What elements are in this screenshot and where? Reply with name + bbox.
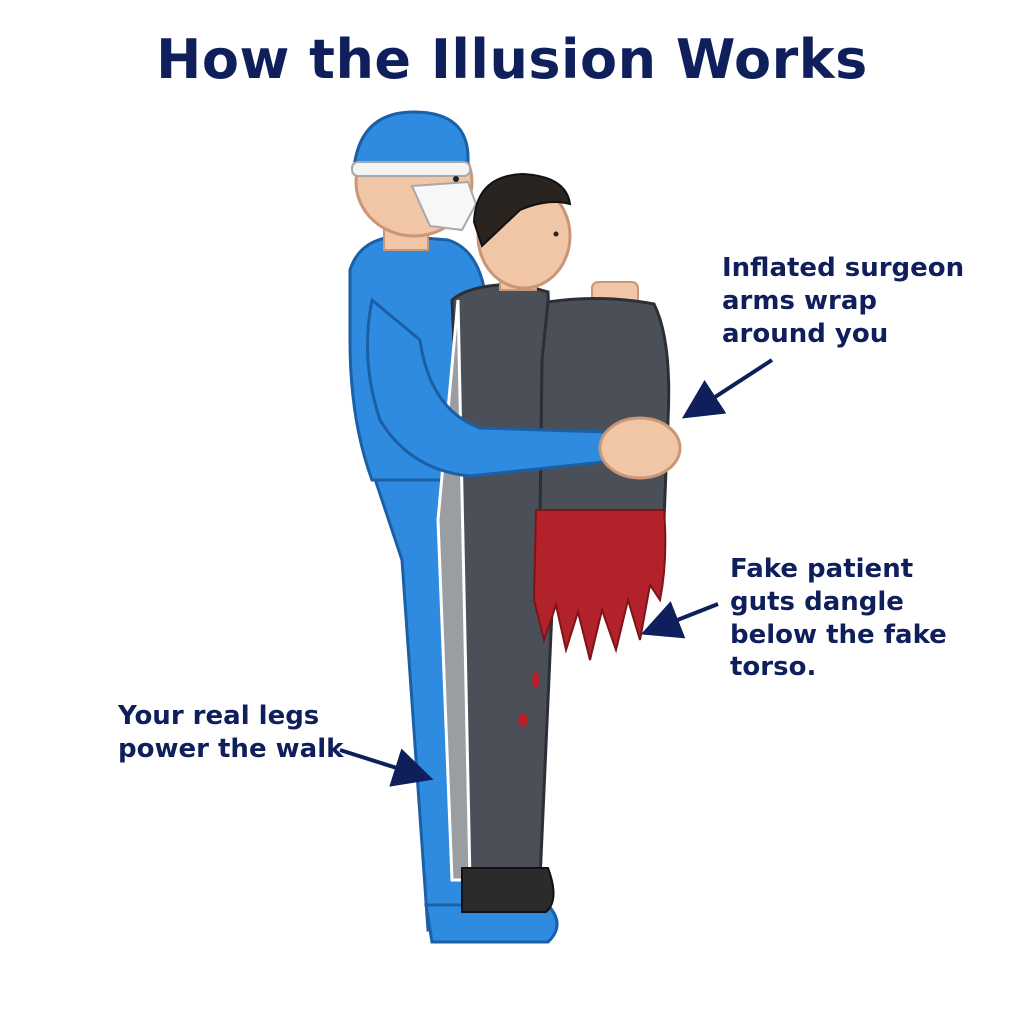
arms-arrow: [681, 358, 774, 419]
fake-guts: [518, 509, 667, 727]
callout-inflated-arms: Inflated surgeon arms wrap around you: [722, 253, 965, 349]
callout-real-legs: Your real legs power the walk: [118, 701, 344, 764]
surgeon-arm: [366, 297, 682, 480]
legs-arrow: [339, 748, 434, 787]
guts-arrow: [640, 601, 719, 639]
diagram-title: How the Illusion Works: [156, 28, 868, 91]
fake-torso: [538, 281, 671, 522]
wearer-head: [472, 172, 572, 291]
callout-fake-guts: Fake patient guts dangle below the fake …: [730, 554, 947, 683]
surgeon-head: [351, 110, 478, 251]
